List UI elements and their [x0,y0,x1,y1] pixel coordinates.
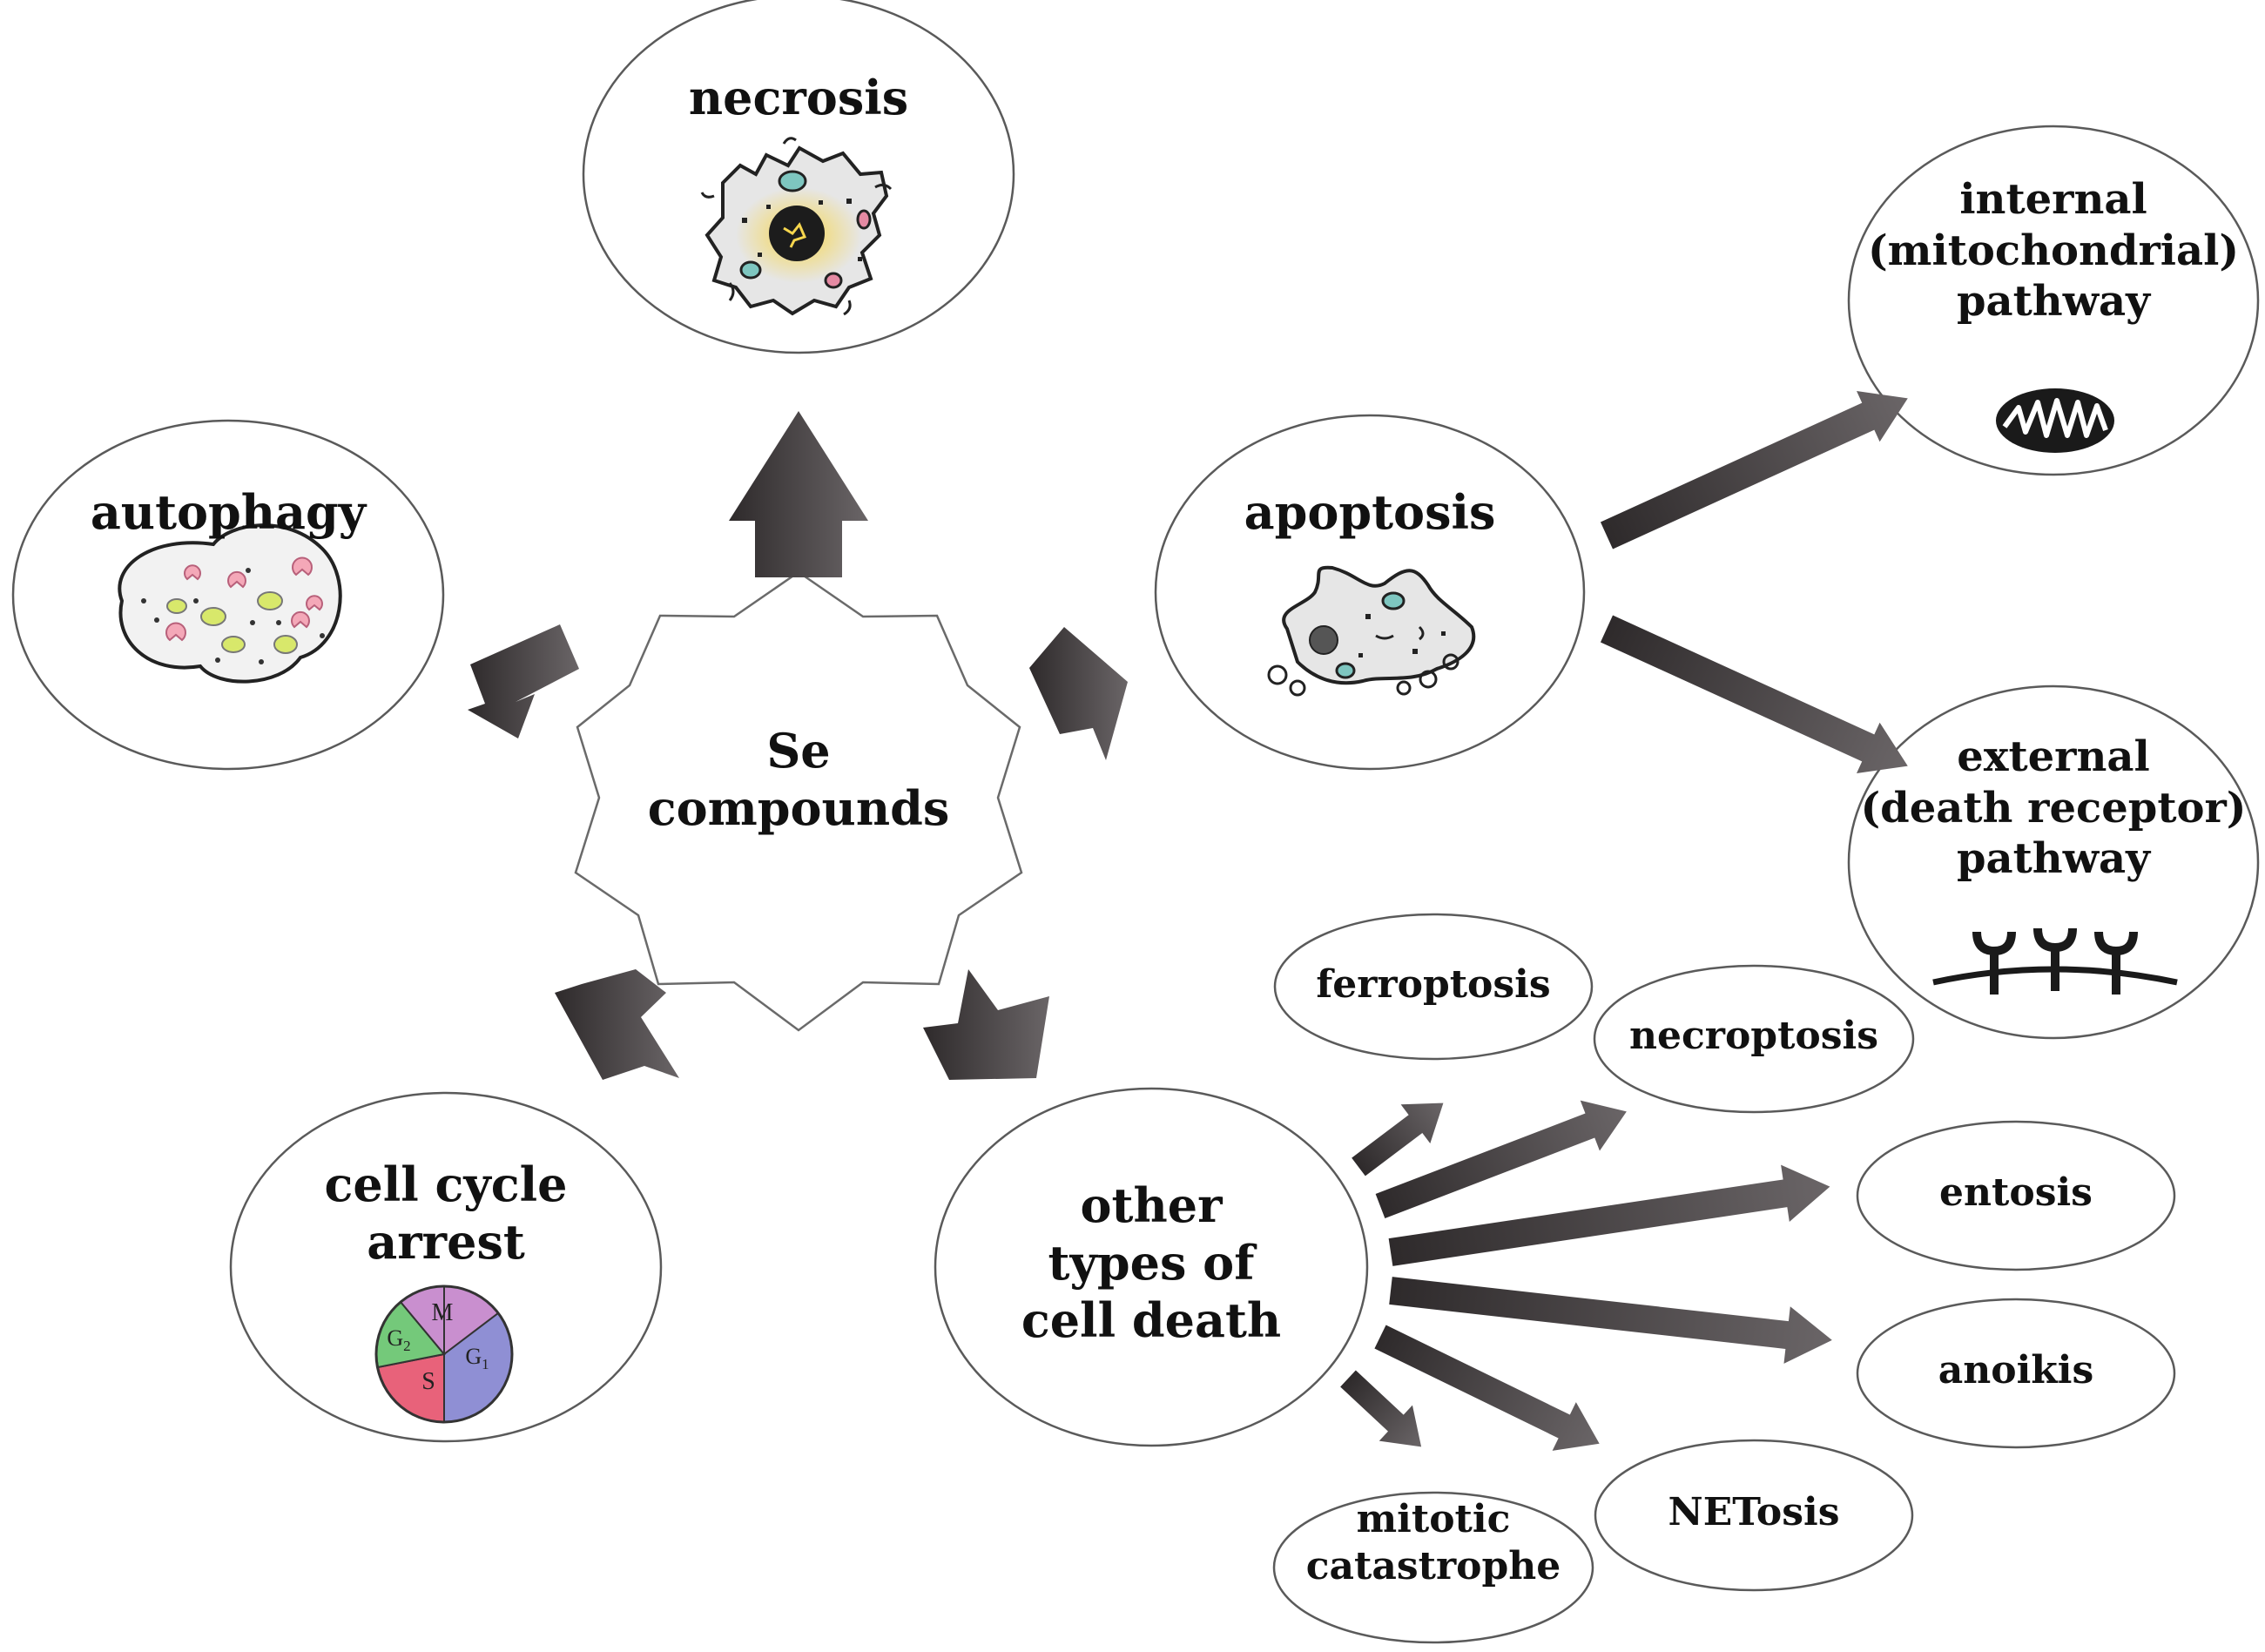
arrow-to-netosis [1374,1325,1600,1451]
ferroptosis-node [1273,913,1594,1061]
mitotic-catastrophe-node [1272,1491,1594,1644]
entosis-node [1856,1120,2176,1271]
se-compounds-label: Se compounds [647,723,950,836]
death-receptor-icon [1932,927,2178,995]
necroptosis-label: necroptosis [1629,1014,1878,1058]
arrow-to-anoikis [1389,1277,1832,1364]
cell-cycle-node [229,1091,663,1443]
internal-pathway-label: internal (mitochondrial) pathway [1867,175,2240,327]
phase-s-label: S [421,1368,435,1395]
cell-cycle-pie-icon: M G2 S G1 [374,1285,514,1424]
entosis-label: entosis [1939,1170,2093,1215]
arrow-to-other-types [923,969,1049,1080]
apoptotic-cell-icon [1267,565,1476,697]
external-pathway-label: external (death receptor) pathway [1860,732,2247,884]
autophagic-cell-icon [118,523,342,684]
phase-m-label: M [432,1299,454,1326]
apoptosis-label: apoptosis [1244,484,1496,540]
cell-cycle-label: cell cycle arrest [324,1156,568,1270]
external-pathway-node [1847,684,2260,1040]
necroptosis-node [1593,964,1915,1114]
arrow-to-apoptosis [1029,627,1128,760]
anoikis-label: anoikis [1938,1348,2094,1392]
internal-pathway-node [1847,125,2260,476]
netosis-label: NETosis [1668,1490,1840,1534]
arrow-to-mitotic-catastrophe [1340,1370,1422,1447]
netosis-node [1594,1439,1914,1592]
anoikis-node [1856,1298,2176,1449]
arrow-to-entosis [1388,1164,1830,1266]
ferroptosis-label: ferroptosis [1316,962,1551,1007]
necrotic-cell-icon [700,137,893,316]
arrow-to-ferroptosis [1352,1102,1444,1177]
mitotic-catastrophe-label: mitotic catastrophe [1305,1497,1561,1588]
other-types-node [934,1087,1369,1447]
necrosis-label: necrosis [688,70,909,125]
arrow-to-necroptosis [1375,1100,1627,1219]
se-compounds-star [574,570,1023,1032]
mitochondrion-icon [1996,388,2114,453]
autophagy-label: autophagy [90,484,367,540]
arrow-apoptosis-to-internal [1600,391,1908,550]
arrow-to-necrosis [729,411,868,577]
arrow-apoptosis-to-external [1600,615,1908,773]
other-types-label: other types of cell death [1021,1177,1282,1348]
arrow-to-autophagy [468,624,579,738]
arrow-to-cell-cycle [555,969,679,1080]
